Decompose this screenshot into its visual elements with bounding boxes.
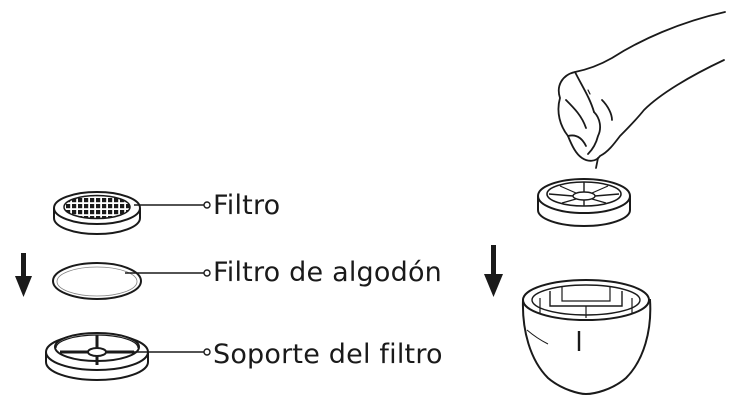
arrow-down-icon bbox=[484, 245, 503, 297]
filter-holder-lid bbox=[537, 178, 631, 227]
mesh-filter-disc bbox=[53, 191, 141, 235]
filter-container bbox=[521, 279, 652, 396]
cotton-filter-pad bbox=[52, 262, 142, 300]
algodon-leader-line bbox=[125, 269, 211, 277]
filter-holder bbox=[45, 332, 149, 381]
arrow-down-icon bbox=[15, 253, 32, 297]
label-soporte-del-filtro: Soporte del filtro bbox=[213, 339, 443, 370]
soporte-leader-line bbox=[120, 348, 211, 356]
hand-icon bbox=[557, 11, 726, 169]
filtro-leader-line bbox=[134, 201, 211, 209]
label-filtro-de-algodon: Filtro de algodón bbox=[213, 257, 442, 288]
label-filtro: Filtro bbox=[213, 190, 281, 221]
